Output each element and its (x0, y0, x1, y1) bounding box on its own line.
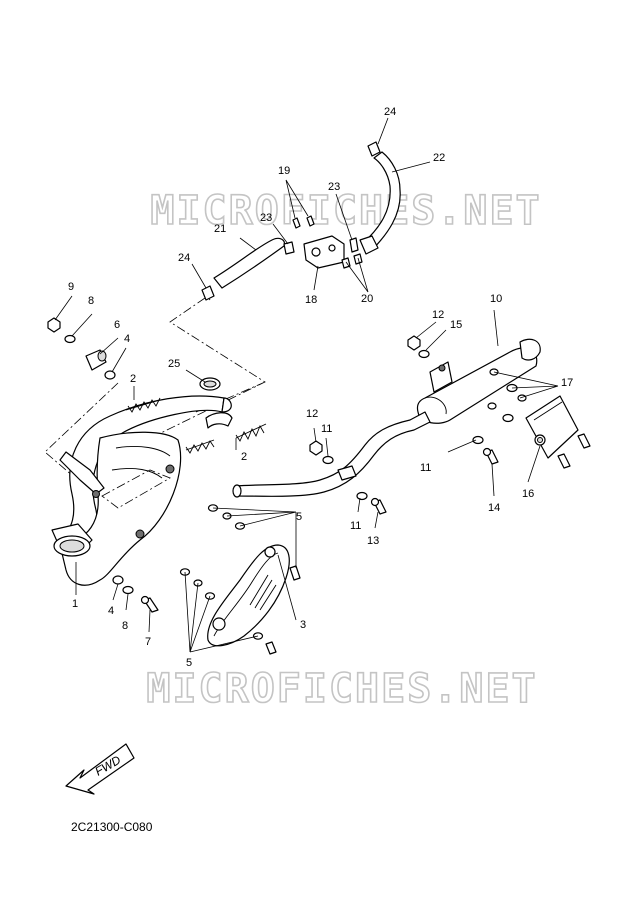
callout-5-lower: 5 (186, 657, 192, 669)
collar-part-4-lower (112, 575, 124, 585)
bolts-part-5 (179, 504, 301, 655)
callout-labels: 1 2 2 3 4 4 5 5 6 7 8 8 9 10 11 11 11 12… (68, 106, 573, 669)
clamp-part-24-left (201, 285, 215, 301)
callout-4-upper: 4 (124, 333, 130, 345)
diagram-code: 2C21300-C080 (71, 820, 153, 834)
callout-3: 3 (300, 619, 306, 631)
nut-part-12-lower (309, 440, 323, 456)
callout-4-lower: 4 (108, 605, 114, 617)
callout-8-lower: 8 (122, 620, 128, 632)
callout-7: 7 (145, 636, 151, 648)
screws-part-19 (292, 215, 315, 229)
callout-11-left: 11 (321, 423, 332, 435)
clamp-part-23-left (283, 241, 295, 255)
callout-21: 21 (214, 223, 226, 235)
bolt-part-7 (140, 595, 159, 613)
washer-part-11-left (322, 455, 334, 465)
callout-5-upper: 5 (296, 511, 302, 523)
callout-20: 20 (361, 293, 373, 305)
exhaust-pipe-part-1 (51, 395, 233, 586)
forward-direction-arrow: FWD (65, 743, 135, 795)
washer-part-8 (64, 334, 76, 344)
leader-lines (54, 117, 559, 653)
callout-1: 1 (72, 598, 78, 610)
callout-11-right: 11 (420, 462, 431, 474)
callout-25: 25 (168, 358, 180, 370)
callout-13: 13 (367, 535, 379, 547)
bolt-part-13 (370, 497, 387, 515)
hose-part-21 (213, 237, 285, 289)
reed-valve-part-18 (303, 235, 345, 269)
watermark-bottom: MICROFICHES.NET (146, 666, 537, 712)
callout-14: 14 (488, 502, 500, 514)
callout-11-lower: 11 (350, 520, 361, 532)
hose-part-22 (359, 151, 401, 255)
callout-19: 19 (278, 165, 290, 177)
callout-24-right: 24 (384, 106, 396, 118)
washer-part-15 (418, 349, 430, 359)
callout-12-lower: 12 (306, 408, 318, 420)
muffler-part-10 (232, 338, 541, 498)
gasket-part-25 (199, 377, 221, 391)
callout-15: 15 (450, 319, 462, 331)
callout-22: 22 (433, 152, 445, 164)
nut-part-9 (47, 317, 61, 333)
collar-part-4 (104, 370, 116, 380)
washer-part-11-right (472, 435, 484, 445)
spring-part-2-upper (125, 397, 161, 413)
spring-part-2-lower (185, 439, 215, 454)
nut-part-12-upper (407, 335, 421, 351)
callout-2-upper: 2 (130, 373, 136, 385)
callout-9: 9 (68, 281, 74, 293)
callout-17: 17 (561, 377, 573, 389)
callout-16: 16 (522, 488, 534, 500)
muffler-protector-part-16 (525, 395, 579, 459)
callout-18: 18 (305, 294, 317, 306)
washer-part-8-lower (122, 585, 134, 595)
washer-part-11-lower (356, 491, 368, 501)
callout-8-upper: 8 (88, 295, 94, 307)
nuts-part-20 (341, 253, 363, 269)
clamp-part-24-right (367, 141, 381, 157)
clamp-part-23-right (349, 237, 359, 253)
spring-part-2-mid (235, 423, 267, 442)
heat-protector-part-3 (207, 544, 290, 647)
bolt-part-14 (482, 447, 499, 465)
callout-24-left: 24 (178, 252, 190, 264)
callout-6: 6 (114, 319, 120, 331)
callout-2-lower: 2 (241, 451, 247, 463)
callout-12-upper: 12 (432, 309, 444, 321)
damper-part-6 (85, 349, 107, 371)
watermark-top: MICROFICHES.NET (150, 188, 541, 234)
assembly-outline (44, 291, 266, 521)
callout-10: 10 (490, 293, 502, 305)
callout-23-right: 23 (328, 181, 340, 193)
callout-23-left: 23 (260, 212, 272, 224)
